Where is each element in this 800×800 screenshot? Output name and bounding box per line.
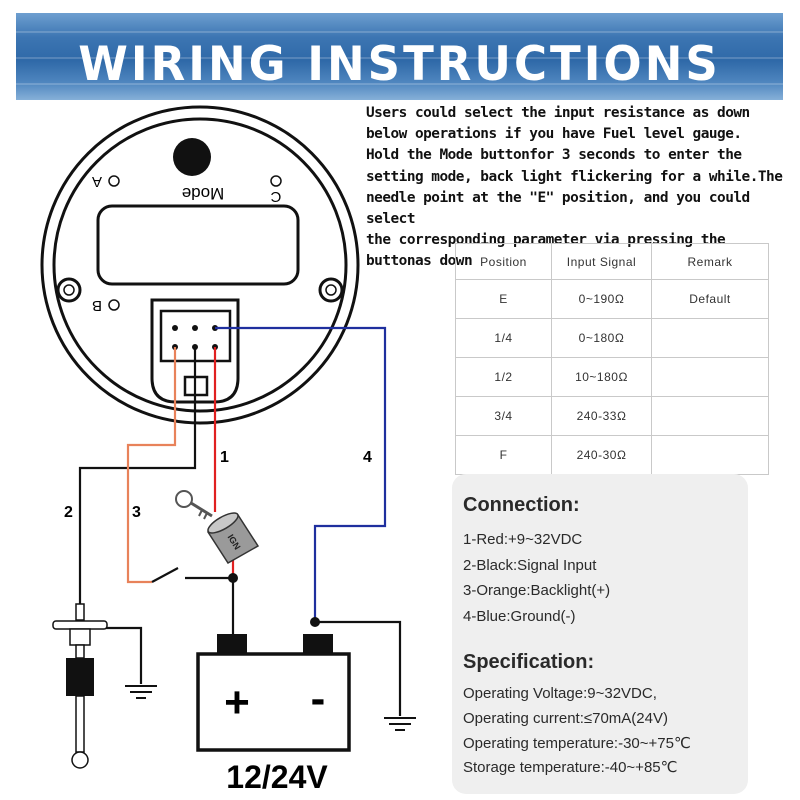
table-cell: 0~180Ω — [551, 318, 652, 358]
wire-label-3: 3 — [132, 504, 141, 521]
table-row: F 240-30Ω — [455, 435, 769, 475]
column-header: Remark — [651, 243, 769, 280]
lcd-window — [96, 204, 300, 286]
wire-black — [78, 347, 197, 620]
ignition-key-icon — [175, 490, 213, 520]
header-banner: WIRING INSTRUCTIONS — [16, 13, 783, 100]
instructions-line: buttonas down — [366, 253, 473, 270]
specification-item: Operating Voltage:9~32VDC, — [463, 685, 657, 702]
connection-title: Connection: — [463, 494, 580, 516]
fuel-sender-icon — [52, 603, 108, 769]
battery-minus: - — [311, 674, 326, 723]
ignition-switch-icon[interactable]: IGN — [205, 509, 260, 565]
wire-blue — [215, 326, 387, 622]
button-a-label: A — [92, 173, 102, 190]
mode-knob[interactable] — [173, 138, 211, 176]
connection-item: 3-Orange:Backlight(+) — [463, 582, 611, 599]
battery-voltage: 12/24V — [226, 759, 328, 795]
specification-item: Storage temperature:-40~+85℃ — [463, 759, 678, 776]
specification-item: Operating temperature:-30~+75℃ — [463, 735, 691, 752]
banner-title: WIRING INSTRUCTIONS — [78, 35, 721, 92]
instructions-line: below operations if you have Fuel level … — [366, 126, 742, 143]
table-row: 1/4 0~180Ω — [455, 318, 769, 358]
button-b-icon[interactable] — [108, 299, 120, 311]
table-cell: 3/4 — [455, 396, 552, 436]
table-cell: 10~180Ω — [551, 357, 652, 397]
table-cell — [651, 435, 769, 475]
table-cell — [651, 318, 769, 358]
instructions-line: setting mode, back light flickering for … — [366, 168, 783, 185]
wire-group — [78, 326, 402, 716]
input-signal-table: Position Input Signal Remark E 0~190Ω De… — [455, 243, 769, 475]
instructions-line: Hold the Mode buttonfor 3 seconds to ent… — [366, 147, 742, 164]
wire-label-4: 4 — [363, 449, 372, 466]
ground-symbol-icon — [384, 717, 416, 731]
junction-dot — [310, 617, 320, 627]
table-header-row: Position Input Signal Remark — [455, 243, 769, 280]
table-cell: 240-33Ω — [551, 396, 652, 436]
junction-dot — [228, 573, 238, 583]
connection-item: 2-Black:Signal Input — [463, 557, 597, 574]
instructions-line: Users could select the input resistance … — [366, 105, 750, 121]
battery-icon: + - — [196, 634, 351, 752]
specification-item: Operating current:≤70mA(24V) — [463, 710, 668, 727]
column-header: Input Signal — [551, 243, 652, 280]
wire-label-1: 1 — [220, 449, 229, 466]
button-c-label: C — [270, 188, 281, 205]
wire-orange — [126, 347, 177, 584]
mode-label: Mode — [182, 184, 225, 203]
button-c-icon[interactable] — [270, 175, 282, 187]
column-header: Position — [455, 243, 552, 280]
table-cell: 1/4 — [455, 318, 552, 358]
table-row: E 0~190Ω Default — [455, 279, 769, 319]
gauge-back: Mode A C B — [40, 105, 360, 425]
connection-item: 1-Red:+9~32VDC — [463, 531, 583, 548]
specification-title: Specification: — [463, 651, 595, 673]
instructions-line: needle point at the "E" position, and yo… — [366, 189, 750, 228]
connection-item: 4-Blue:Ground(-) — [463, 608, 576, 625]
connection-spec-panel: Connection: 1-Red:+9~32VDC 2-Black:Signa… — [452, 474, 748, 794]
table-cell: Default — [651, 279, 769, 319]
battery-plus: + — [224, 678, 250, 727]
wire-label-2: 2 — [64, 504, 73, 521]
table-row: 3/4 240-33Ω — [455, 396, 769, 436]
button-b-label: B — [92, 297, 102, 314]
table-cell: 0~190Ω — [551, 279, 652, 319]
ground-symbol-icon — [125, 685, 157, 699]
button-a-icon[interactable] — [108, 175, 120, 187]
